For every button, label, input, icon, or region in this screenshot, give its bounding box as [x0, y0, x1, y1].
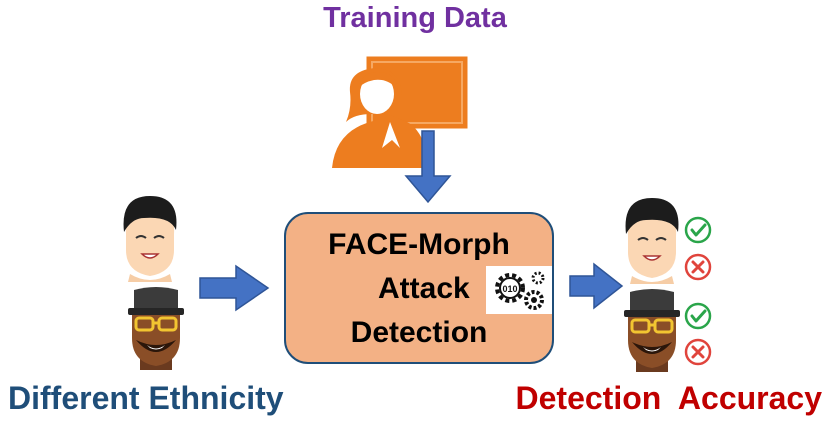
input-label: Different Ethnicity — [8, 380, 284, 416]
arrow-detector-to-output — [569, 262, 624, 310]
cross-icon — [684, 253, 712, 281]
diagram-title: Training Data — [323, 2, 507, 34]
check-icon — [684, 302, 712, 330]
dark-skin-face-icon — [126, 285, 186, 372]
process-title-line: FACE-Morph — [328, 228, 510, 261]
arrow-input-to-detector — [199, 264, 270, 312]
teacher-at-board-icon — [332, 55, 469, 168]
asian-face-icon — [122, 195, 178, 283]
process-detection-line: Detection — [350, 316, 488, 349]
output-label: Detection Accuracy — [515, 380, 822, 416]
dark-skin-face-output-icon — [622, 287, 682, 374]
process-attack-line: Attack — [378, 272, 470, 305]
check-icon — [684, 216, 712, 244]
asian-face-output-icon — [624, 197, 680, 285]
svg-text:010: 010 — [502, 284, 517, 294]
detection-process-box: FACE-Morph Attack Detection 010 — [284, 212, 554, 364]
cross-icon — [684, 338, 712, 366]
gears-binary-icon: 010 — [486, 266, 552, 314]
arrow-training-to-detector — [404, 130, 452, 204]
